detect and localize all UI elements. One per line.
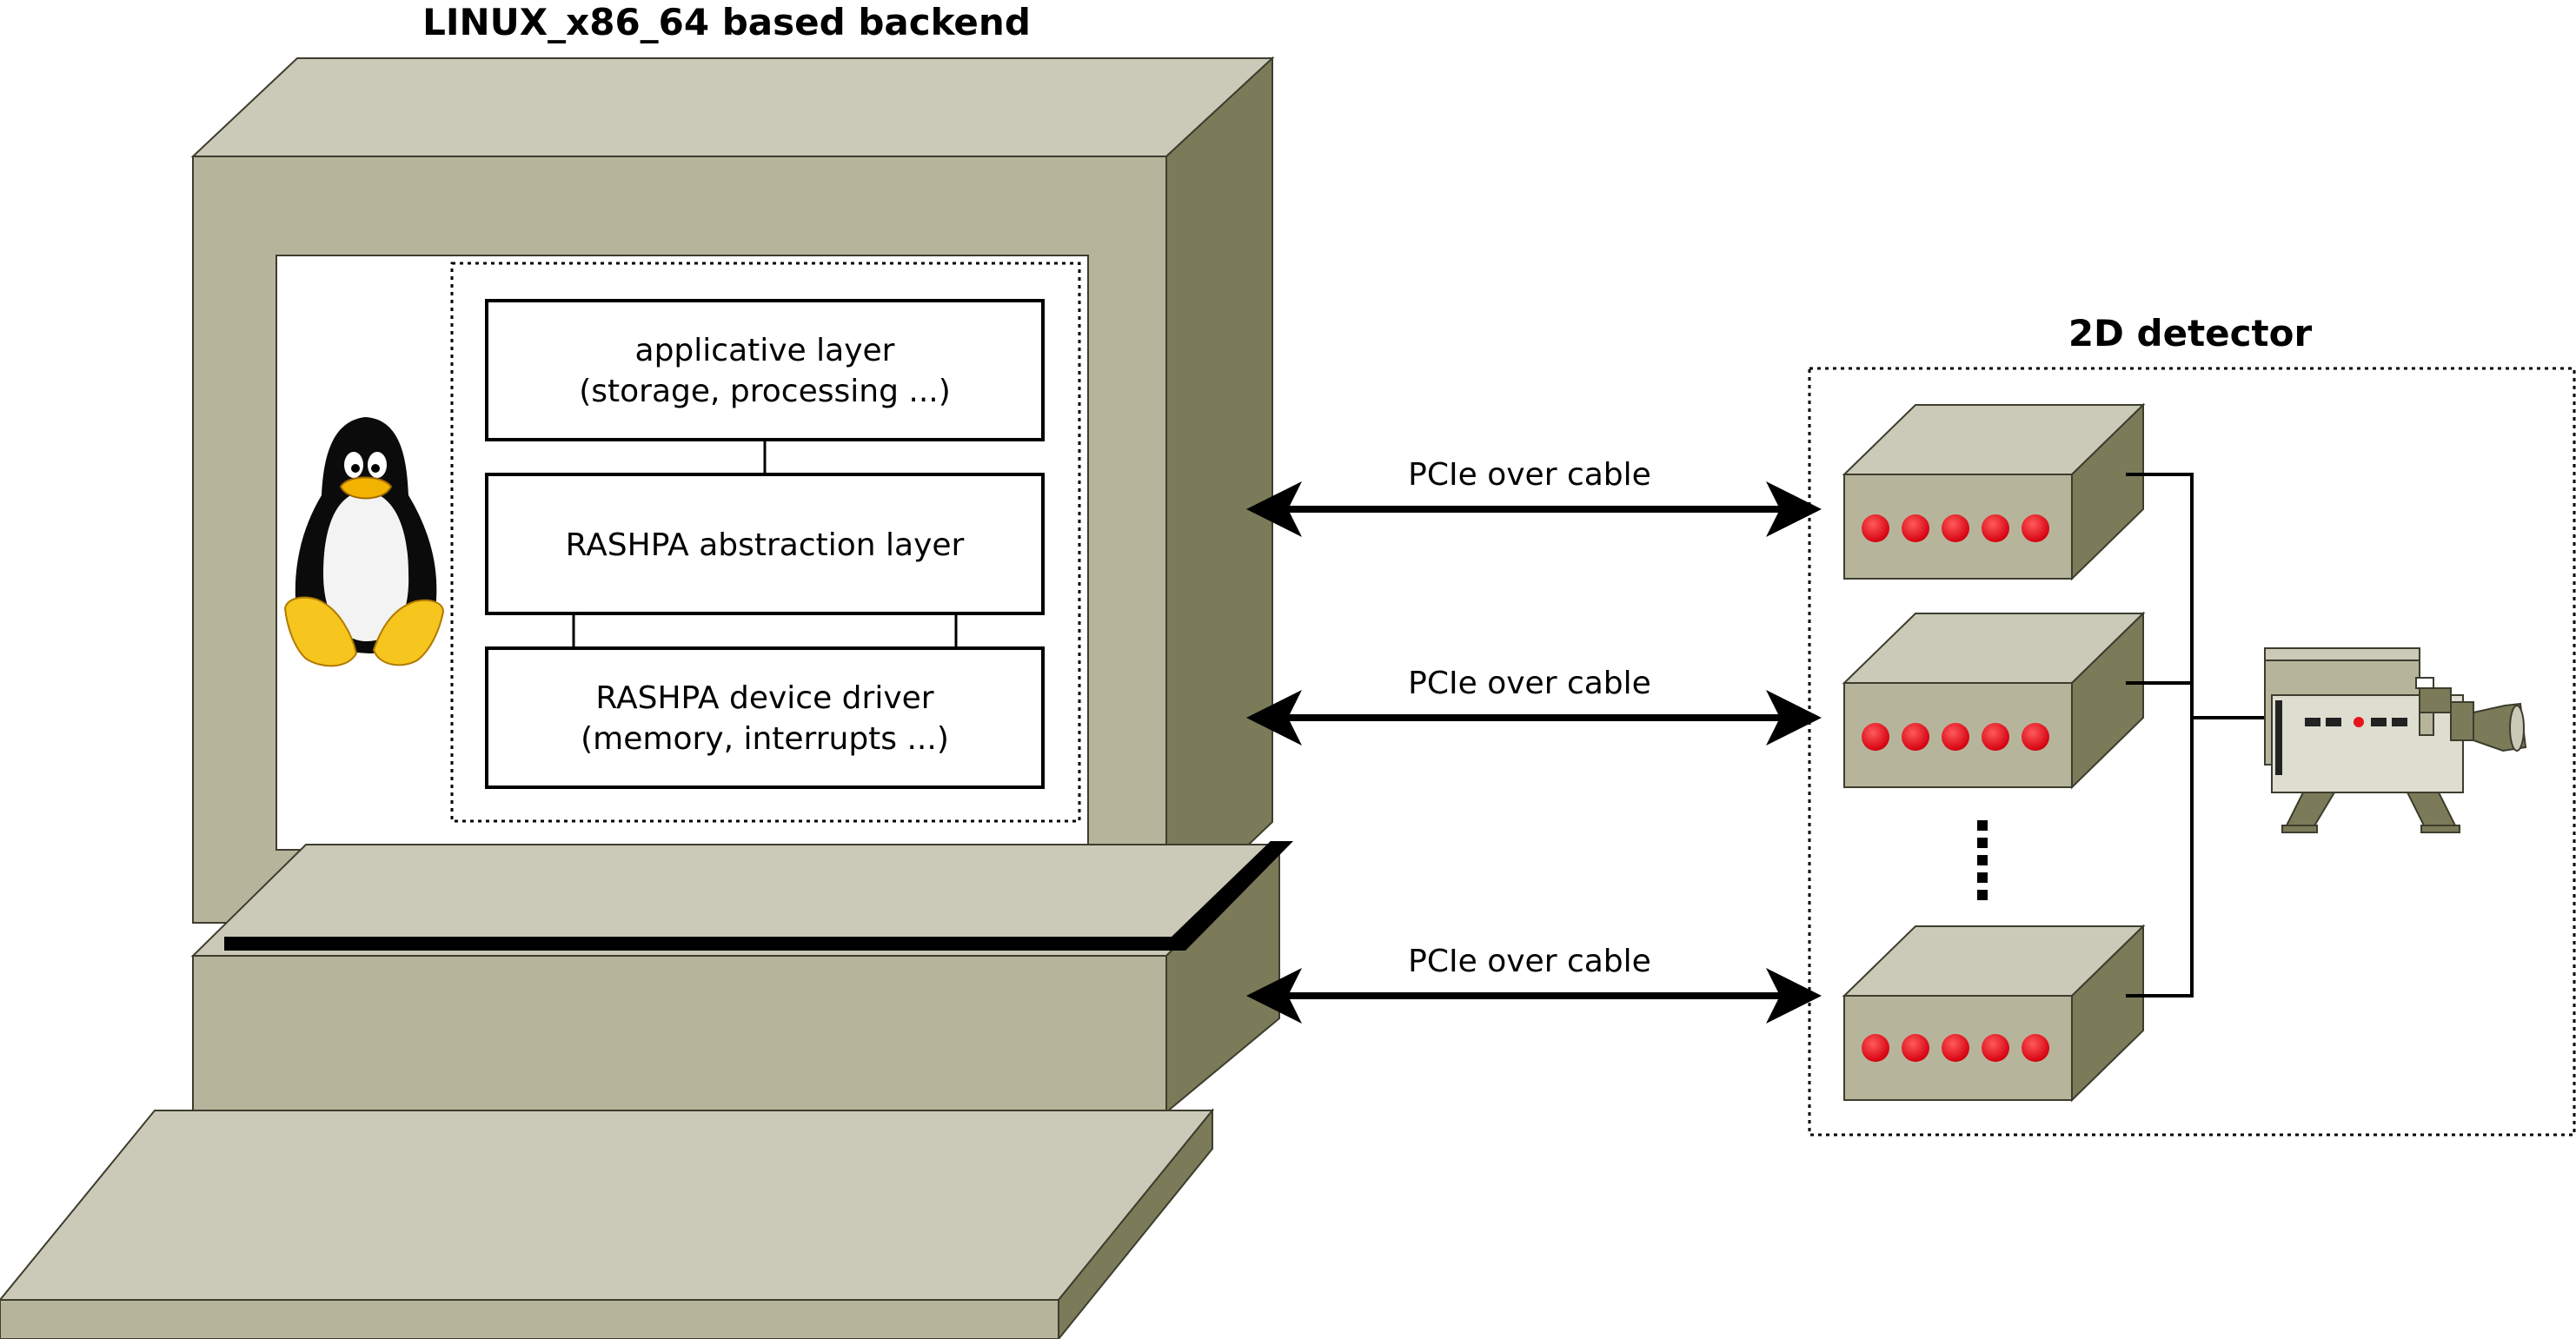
keyboard-top-face xyxy=(0,1110,1215,1301)
module-leds xyxy=(1862,1034,2049,1062)
module-leds xyxy=(1862,514,2049,542)
module-continuation-dots xyxy=(1977,820,1988,900)
monitor-base-slot xyxy=(224,841,1293,951)
keyboard-front-face xyxy=(0,1299,1059,1339)
tux-penguin-icon xyxy=(283,417,445,667)
monitor-top-face xyxy=(190,57,1275,157)
pcie-link-label: PCIe over cable xyxy=(1408,666,1651,701)
monitor-side-face xyxy=(1165,56,1273,925)
pcie-links: PCIe over cable PCIe over cable PCIe ove… xyxy=(1246,457,1822,1024)
device-driver-box: RASHPA device driver (memory, interrupts… xyxy=(485,646,1045,789)
abstraction-layer-title: RASHPA abstraction layer xyxy=(566,527,965,563)
backend-computer: LINUX_x86_64 based backend applicative l… xyxy=(0,1,1293,1339)
module-leds xyxy=(1862,723,2049,751)
detector-title: 2D detector xyxy=(2068,312,2313,355)
applicative-layer-subtitle: (storage, processing ...) xyxy=(579,374,951,409)
backend-title: LINUX_x86_64 based backend xyxy=(422,1,1031,43)
camera-icon xyxy=(2264,647,2527,833)
applicative-layer-title: applicative layer xyxy=(635,333,895,368)
device-driver-subtitle: (memory, interrupts ...) xyxy=(581,721,949,757)
detector-module xyxy=(1842,924,2146,1103)
device-driver-title: RASHPA device driver xyxy=(595,680,933,716)
pcie-link-label: PCIe over cable xyxy=(1408,457,1651,493)
base-front-face xyxy=(192,955,1167,1113)
pcie-link: PCIe over cable xyxy=(1246,666,1822,746)
pcie-link: PCIe over cable xyxy=(1246,944,1822,1024)
module-bus xyxy=(2126,473,2265,998)
software-stack-frame xyxy=(450,262,1081,823)
detector-module xyxy=(1842,402,2146,581)
pcie-link-label: PCIe over cable xyxy=(1408,944,1651,979)
applicative-layer-box: applicative layer (storage, processing .… xyxy=(485,299,1045,441)
detector-group: 2D detector xyxy=(1808,312,2576,1137)
pcie-link: PCIe over cable xyxy=(1246,457,1822,537)
detector-module xyxy=(1842,611,2146,790)
abstraction-layer-box: RASHPA abstraction layer xyxy=(485,473,1045,615)
